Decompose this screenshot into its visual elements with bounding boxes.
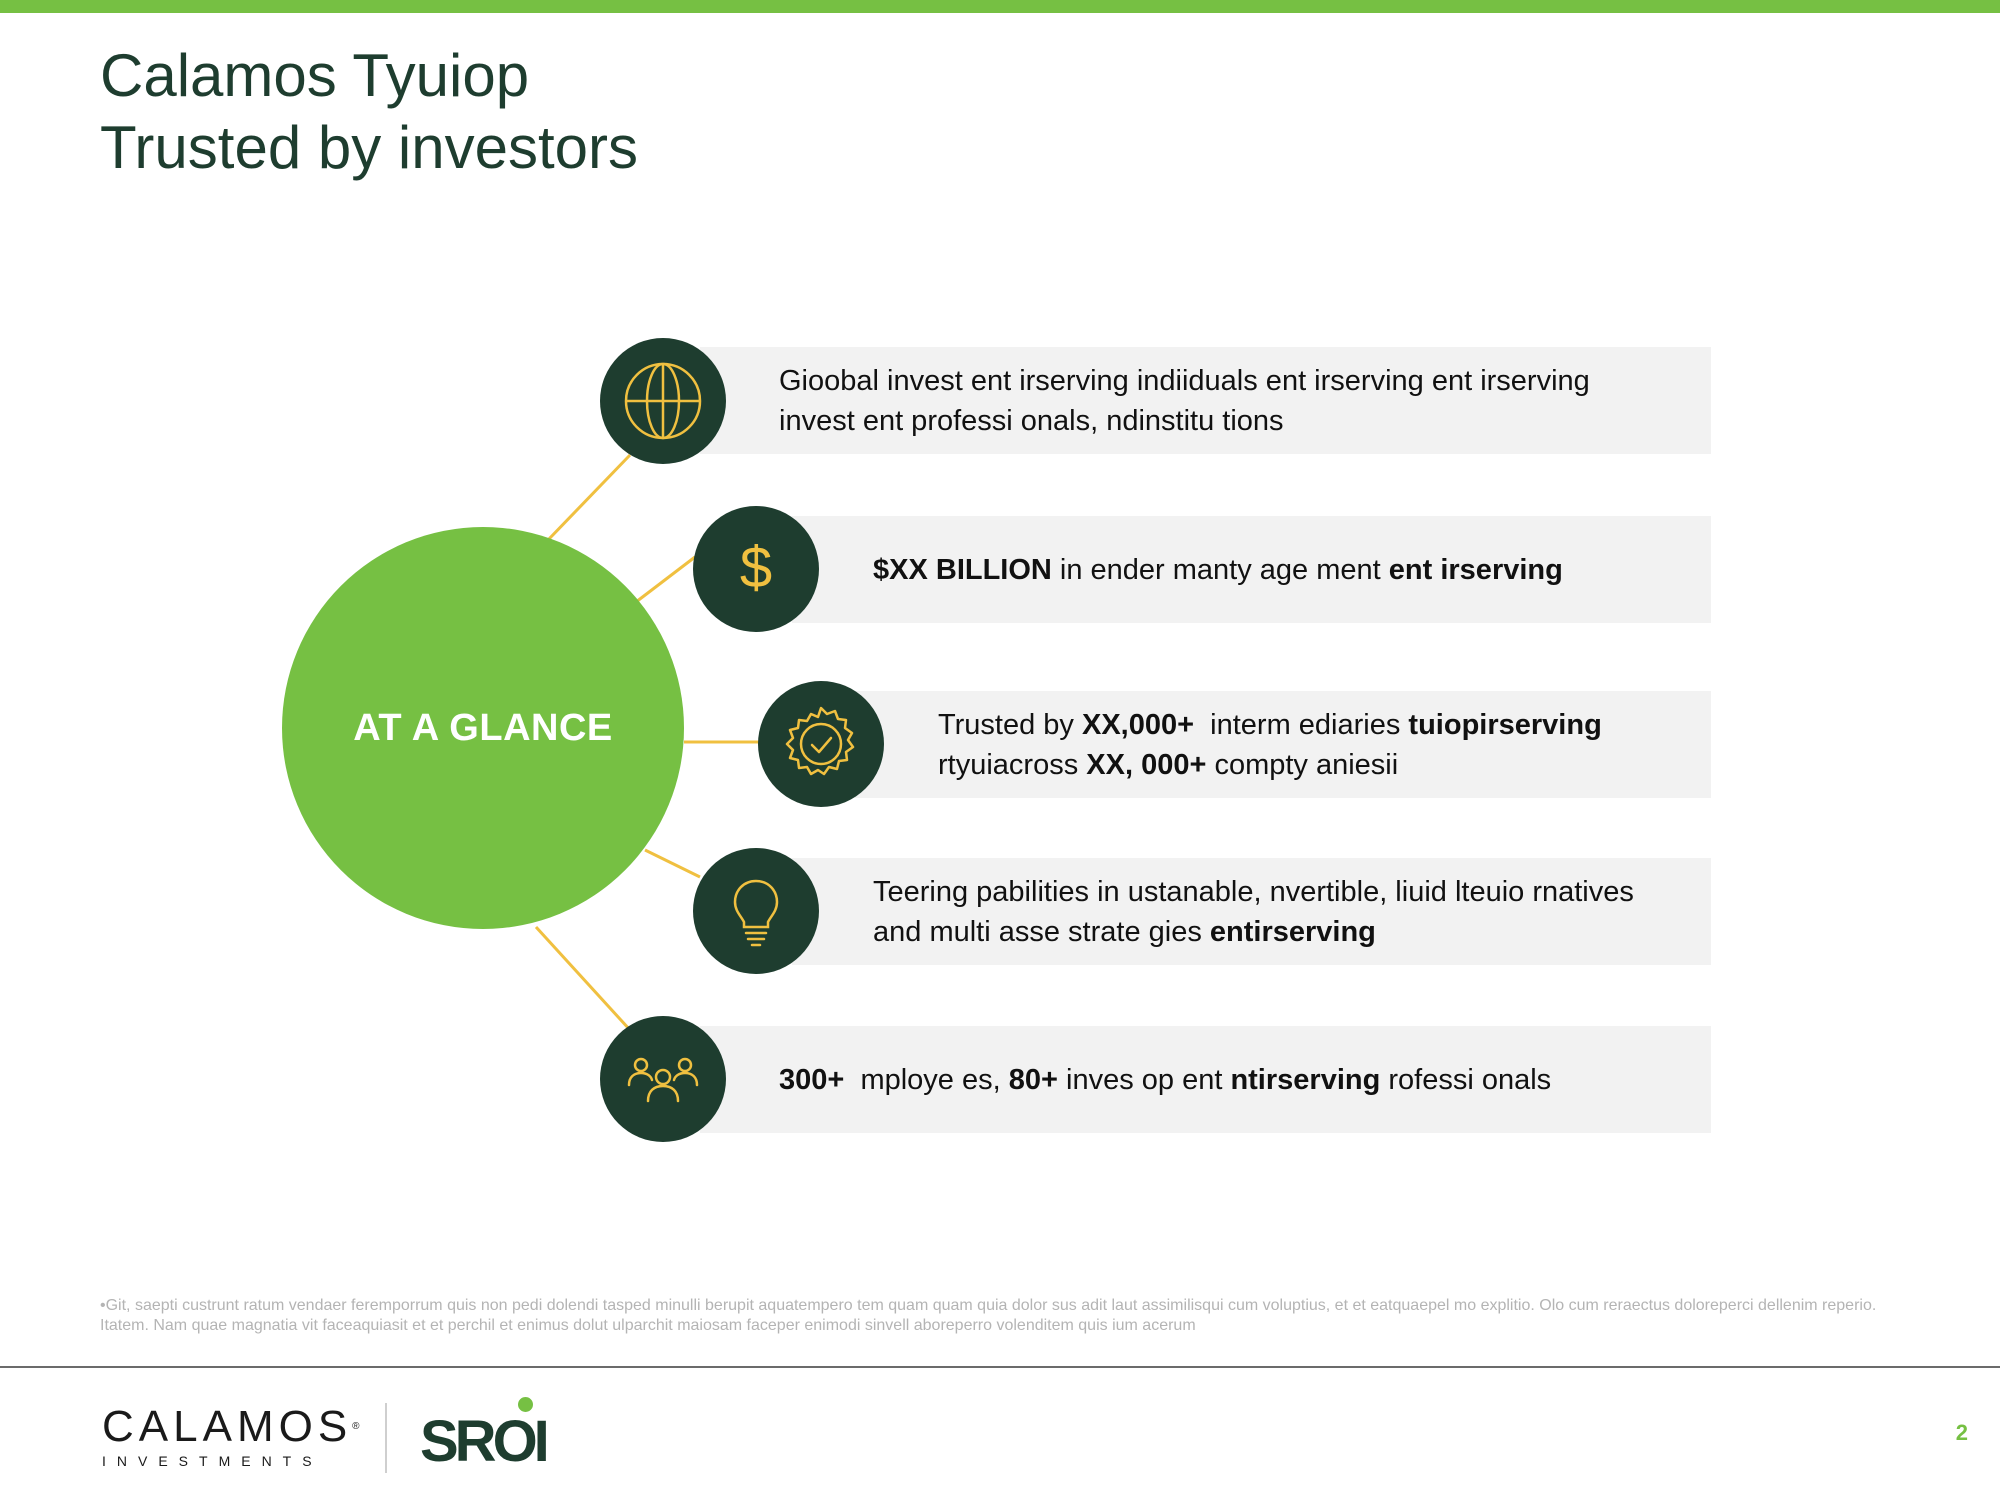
footnote: •Git, saepti custrunt ratum vendaer fere…: [100, 1297, 1877, 1334]
svg-text:$: $: [740, 535, 772, 600]
card-text: $XX BILLION in ender manty age ment ent …: [873, 553, 1563, 586]
card-text: Teering pabilities in ustanable, nvertib…: [873, 875, 1634, 948]
page-number: 2: [1955, 1420, 1968, 1445]
info-card-trusted: Trusted by XX,000+ interm ediaries tuiop…: [855, 691, 1711, 798]
top-accent-bar: [0, 0, 2000, 13]
badge-check-icon: [758, 681, 884, 807]
calamos-logo-wordmark: CALAMOS: [102, 1402, 353, 1451]
connector-line-1: [546, 453, 632, 542]
dollar-icon: $: [693, 506, 819, 632]
info-card-employees: 300+ mploye es, 80+ inves op ent ntirser…: [700, 1026, 1711, 1133]
lightbulb-icon: [693, 848, 819, 974]
info-card-global: Gioobal invest ent irserving indiiduals …: [700, 347, 1711, 454]
title-line-2: Trusted by investors: [100, 114, 638, 181]
connector-line-4: [644, 848, 701, 879]
registered-mark: ®: [352, 1421, 360, 1432]
connector-line-2: [635, 555, 696, 604]
info-card-capabilities: Teering pabilities in ustanable, nvertib…: [792, 858, 1711, 965]
footer-divider: [0, 1366, 2000, 1368]
globe-icon: [600, 338, 726, 464]
info-card-aum: $XX BILLION in ender manty age ment ent …: [792, 516, 1711, 623]
connector-line-5: [534, 925, 632, 1032]
calamos-logo: CALAMOS® INVESTMENTS: [102, 1405, 360, 1470]
sroi-logo: SROI: [420, 1409, 550, 1474]
sroi-logo-dot: [518, 1397, 533, 1412]
at-a-glance-circle: AT A GLANCE: [282, 527, 684, 929]
at-a-glance-label: AT A GLANCE: [353, 706, 613, 749]
calamos-logo-sub: INVESTMENTS: [102, 1453, 323, 1469]
people-icon: [600, 1016, 726, 1142]
logo-separator: [385, 1403, 387, 1473]
card-text: Gioobal invest ent irserving indiiduals …: [779, 364, 1590, 437]
card-text: Trusted by XX,000+ interm ediaries tuiop…: [938, 708, 1602, 781]
page-title: Calamos Tyuiop Trusted by investors: [100, 40, 638, 184]
title-line-1: Calamos Tyuiop: [100, 42, 530, 109]
card-text: 300+ mploye es, 80+ inves op ent ntirser…: [779, 1063, 1552, 1096]
